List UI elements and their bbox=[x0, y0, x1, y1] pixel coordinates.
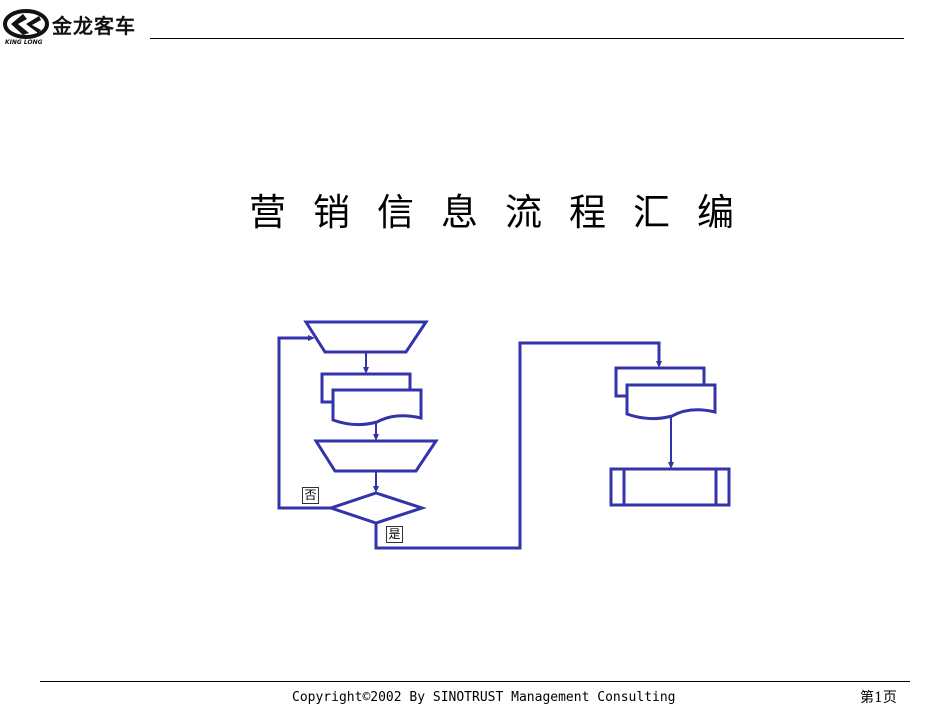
page-number: 第1页 bbox=[860, 690, 897, 706]
no-label: 否 bbox=[302, 487, 319, 504]
header-rule bbox=[150, 38, 904, 39]
manual-operation-shape-middle bbox=[313, 439, 439, 473]
logo-sub-text: KING LONG bbox=[5, 39, 43, 46]
predefined-process-box bbox=[609, 467, 731, 507]
king-long-logo: 金龙客车 KING LONG bbox=[0, 6, 148, 46]
document-shape-front-left bbox=[331, 388, 423, 427]
slide-title: 营销信息流程汇编 bbox=[249, 191, 761, 234]
no-branch-line bbox=[277, 335, 331, 510]
yes-branch-line bbox=[374, 341, 662, 550]
copyright-text: Copyright©2002 By SINOTRUST Management C… bbox=[292, 690, 676, 705]
logo-emblem-icon bbox=[3, 9, 49, 39]
document-shape-front-right bbox=[625, 383, 717, 421]
footer-rule bbox=[40, 681, 910, 682]
decision-diamond bbox=[326, 491, 427, 525]
manual-operation-shape-top bbox=[303, 320, 429, 354]
yes-label: 是 bbox=[386, 526, 403, 543]
logo-brand-text: 金龙客车 bbox=[52, 14, 136, 38]
